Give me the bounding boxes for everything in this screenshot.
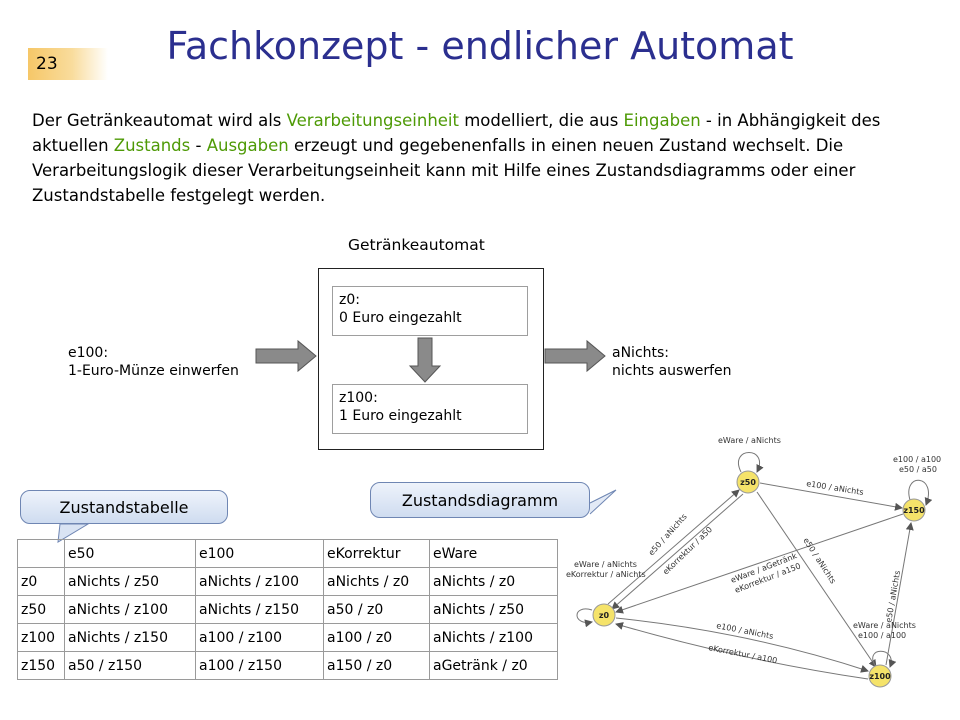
self-loop-z150	[908, 479, 933, 506]
edge-z150-z0	[615, 513, 904, 614]
table-cell: aNichts / z100	[195, 567, 324, 596]
paragraph-text: - in Abhängigkeit des aktuellen	[32, 111, 881, 155]
edge-label: e100 / a100	[858, 631, 906, 640]
state-z100-name: z100:	[339, 390, 378, 406]
callout-zustandsdiagramm: Zustandsdiagramm	[370, 482, 590, 518]
state-node-label: z0	[599, 611, 610, 620]
state-node-z100	[868, 664, 892, 688]
state-z100-desc: 1 Euro eingezahlt	[339, 408, 462, 424]
edge-label: eWare / aNichts	[574, 560, 637, 569]
table-header-cell: eKorrektur	[323, 539, 430, 568]
edge-label: e100 / aNichts	[806, 479, 865, 497]
table-row: z0 aNichts / z50 aNichts / z100 aNichts …	[17, 567, 558, 596]
table-cell: a50 / z150	[64, 651, 196, 680]
state-z100-box: z100: 1 Euro eingezahlt	[332, 384, 528, 434]
table-header-row: e50 e100 eKorrektur eWare	[17, 539, 558, 568]
edge-label: eKorrektur / a100	[708, 643, 778, 665]
callout-table-tail	[57, 523, 90, 543]
table-cell: aNichts / z100	[64, 595, 196, 624]
paragraph-text: -	[190, 136, 207, 155]
edge-label: e50 / a50	[899, 465, 937, 474]
table-cell: a100 / z100	[195, 623, 324, 652]
table-cell: a50 / z0	[323, 595, 430, 624]
output-arrow	[544, 339, 606, 373]
callout-diagram-tail	[589, 489, 617, 515]
state-node-z0	[592, 603, 616, 627]
output-desc: nichts auswerfen	[612, 363, 732, 379]
page-title: Fachkonzept - endlicher Automat	[166, 24, 794, 68]
edge-z0-z50	[607, 489, 740, 605]
edge-z100-z0	[615, 622, 869, 680]
machine-label: Getränkeautomat	[348, 236, 485, 254]
table-row: z100 aNichts / z150 a100 / z100 a100 / z…	[17, 623, 558, 652]
table-cell: a100 / z0	[323, 623, 430, 652]
table-row: z50 aNichts / z100 aNichts / z150 a50 / …	[17, 595, 558, 624]
state-node-label: z100	[869, 672, 891, 681]
table-cell: z0	[17, 567, 65, 596]
state-node-z150	[902, 498, 926, 522]
table-cell: aNichts / z100	[429, 623, 558, 652]
state-z0-box: z0: 0 Euro eingezahlt	[332, 286, 528, 336]
table-cell: aNichts / z150	[64, 623, 196, 652]
state-node-label: z150	[903, 506, 925, 515]
table-cell: aNichts / z0	[429, 567, 558, 596]
edge-z0-z100	[615, 617, 869, 673]
paragraph-text: modelliert, die aus	[458, 111, 624, 130]
table-cell: z100	[17, 623, 65, 652]
edge-label: e50 / aNichts	[884, 570, 902, 624]
self-loop-z100	[872, 650, 897, 668]
output-label: aNichts: nichts auswerfen	[612, 344, 732, 380]
highlight-term: Verarbeitungseinheit	[286, 111, 459, 130]
table-header-cell: eWare	[429, 539, 558, 568]
input-label: e100: 1-Euro-Münze einwerfen	[68, 344, 239, 380]
state-z0-desc: 0 Euro eingezahlt	[339, 310, 462, 326]
table-cell: aGetränk / z0	[429, 651, 558, 680]
edge-label: eKorrektur / aNichts	[566, 570, 646, 579]
input-desc: 1-Euro-Münze einwerfen	[68, 363, 239, 379]
highlight-term: Eingaben	[623, 111, 701, 130]
edge-z100-z150	[885, 522, 914, 666]
table-cell: aNichts / z50	[64, 567, 196, 596]
edge-z50-z0	[611, 493, 744, 610]
output-name: aNichts:	[612, 345, 670, 361]
highlight-term: Ausgaben	[206, 136, 289, 155]
table-cell: aNichts / z50	[429, 595, 558, 624]
edge-z50-z150	[759, 482, 903, 511]
edge-label: e100 / a100	[893, 455, 941, 464]
table-cell: aNichts / z0	[323, 567, 430, 596]
paragraph-text: Der Getränkeautomat wird als	[32, 111, 287, 130]
table-header-cell	[17, 539, 65, 568]
self-loop-z50	[738, 452, 764, 473]
page-number: 23	[28, 48, 108, 80]
machine-box	[318, 268, 544, 450]
callout-zustandstabelle: Zustandstabelle	[20, 490, 228, 524]
table-cell: aNichts / z150	[195, 595, 324, 624]
edge-label: e50 / aNichts	[801, 536, 837, 585]
input-arrow	[255, 339, 317, 373]
state-table: e50 e100 eKorrektur eWare z0 aNichts / z…	[17, 539, 558, 680]
edge-z50-z100	[756, 491, 877, 668]
input-name: e100:	[68, 345, 109, 361]
table-row: z150 a50 / z150 a100 / z150 a150 / z0 aG…	[17, 651, 558, 680]
table-header-cell: e100	[195, 539, 324, 568]
edge-label: eWare / aNichts	[718, 436, 781, 445]
table-cell: z150	[17, 651, 65, 680]
table-cell: z50	[17, 595, 65, 624]
highlight-term: Zustands	[113, 136, 191, 155]
state-node-label: z50	[740, 478, 756, 487]
table-cell: a150 / z0	[323, 651, 430, 680]
paragraph-text: erzeugt und gegebenenfalls in einen neue…	[32, 136, 856, 205]
edge-label: eWare / aNichts	[853, 621, 916, 630]
self-loop-z0	[576, 608, 593, 628]
intro-paragraph: Der Getränkeautomat wird als Verarbeitun…	[32, 108, 912, 208]
table-header-cell: e50	[64, 539, 196, 568]
state-node-z50	[736, 470, 760, 494]
transition-arrow	[408, 337, 442, 383]
state-z0-name: z0:	[339, 292, 360, 308]
table-cell: a100 / z150	[195, 651, 324, 680]
